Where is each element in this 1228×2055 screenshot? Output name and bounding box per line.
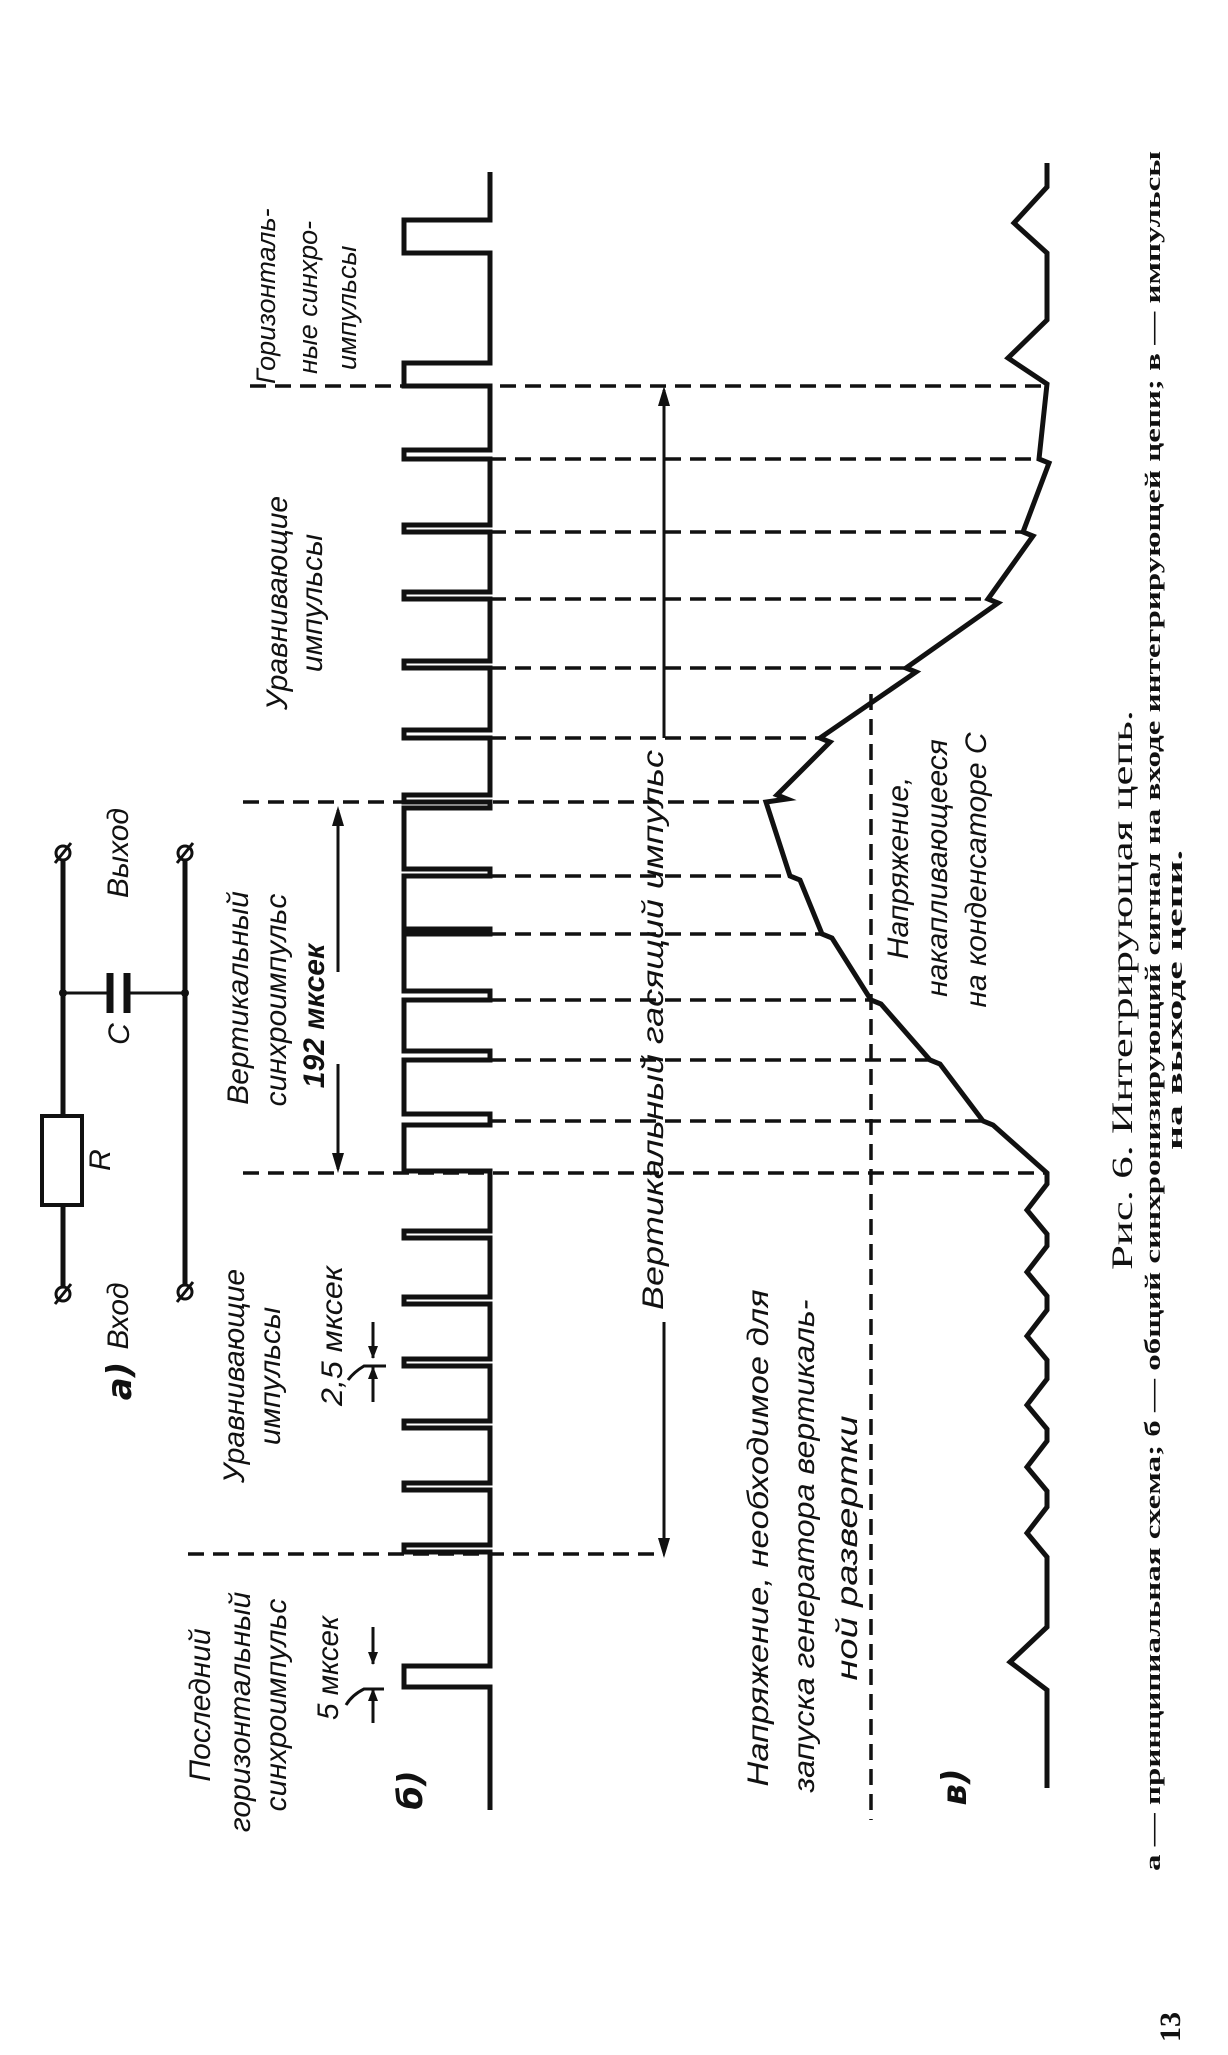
resistor-symbol [40,1114,84,1207]
capacitor-voltage-label: Напряжение, накапливающееся на конденсат… [882,732,993,1007]
label-line: запуска генератора вертикаль- [788,1299,821,1793]
label-line: Напряжение, необходимое для [742,1290,775,1787]
resistor-label: R [84,1149,117,1171]
label-line: накапливающееся [921,739,954,997]
hsync-pulses-label: Горизонталь- ные синхро- импульсы [251,208,362,384]
label-line: Горизонталь- [251,208,281,384]
eq-width-label: 2,5 мксек [316,1264,349,1407]
label-line: на конденсаторе С [960,732,993,1007]
label-line: горизонтальный [224,1592,257,1833]
hsync-width-arrows [344,1627,384,1723]
vblank-width-arrow [658,386,670,1558]
last-hsync-label: Последний горизонтальный синхроимпульс [184,1592,293,1833]
input-label: Вход [102,1283,135,1350]
eq-width-arrows [346,1322,386,1402]
terminal-icon [53,842,73,864]
panel-label-a: а) [100,1362,140,1400]
label-line: Уравнивающие [261,496,294,711]
vblank-label: Вертикальный гасящий импульс [637,750,670,1310]
circuit-schematic: а) Вход Выход R С [40,808,195,1400]
label-line: синхроимпульс [260,894,293,1107]
threshold-label: Напряжение, необходимое для запуска гене… [742,1290,864,1794]
label-line: ные синхро- [293,221,323,374]
eq-pulses-upper-label: Уравнивающие импульсы [261,496,329,711]
hsync-width-label: 5 мксек [312,1614,345,1720]
label-line: импульсы [332,245,362,370]
vsync-label: Вертикальный синхроимпульс 192 мксек [222,891,331,1106]
junction-dot [59,989,67,997]
terminal-icon [175,1281,195,1303]
label-line: импульсы [254,1307,287,1445]
label-line: Уравнивающие [218,1269,251,1484]
label-line: Последний [184,1628,217,1781]
label-line: 192 мксек [298,942,331,1088]
panel-label-c: в) [935,1768,975,1805]
label-line: ной развертки [831,1415,864,1680]
output-voltage-waveform [762,163,1053,1788]
label-line: синхроимпульс [260,1599,293,1812]
input-sync-waveform [401,172,493,1810]
capacitor-label: С [103,1023,136,1045]
terminal-icon [53,1283,73,1305]
terminal-icon [175,842,195,864]
output-label: Выход [102,808,135,898]
page-number: 13 [1154,2012,1187,2042]
label-line: импульсы [296,534,329,672]
panel-label-b: б) [391,1770,431,1809]
vsync-width-arrow [332,806,344,1173]
figure-caption-line: на выходе цепи. [1162,850,1187,1150]
label-line: Напряжение, [882,777,915,959]
figure-caption-title: Рис. 6. Интегрирующая цепь. [1106,710,1139,1270]
junction-dot [181,989,189,997]
eq-pulses-lower-label: Уравнивающие импульсы [218,1269,287,1484]
label-line: Вертикальный [222,891,255,1105]
timing-guide-lines [188,384,1047,1556]
figure-caption-line: а — принципиальная схема; б — общий синх… [1140,151,1165,1871]
